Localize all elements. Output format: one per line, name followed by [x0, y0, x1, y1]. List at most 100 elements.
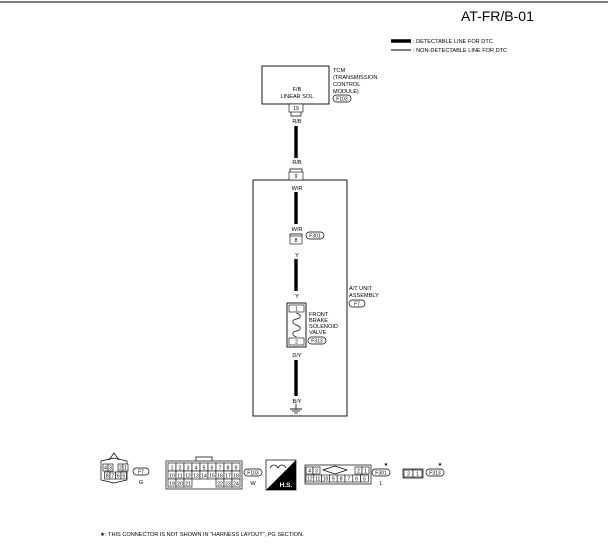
hs-symbol: H.S.	[265, 459, 297, 491]
f103-row2-terminal-number: 10	[169, 473, 175, 479]
f103-row3-cell	[231, 478, 241, 488]
wire-label-y-top: Y	[295, 253, 299, 259]
tcm-name-line-3: CONTROL	[333, 82, 360, 88]
svg-text:9: 9	[295, 174, 298, 180]
svg-text:1: 1	[295, 307, 298, 313]
f103-row3-terminal-number: 20	[177, 481, 183, 487]
svg-text:19: 19	[293, 106, 299, 112]
f301-top-terminal-number: 4	[308, 468, 311, 474]
tcm-internal-line-1: F/B	[293, 87, 302, 93]
f301-bottom-terminal-number: 8	[340, 476, 343, 482]
tcm-terminal-19: 19	[288, 103, 304, 117]
f7-top-terminal-number: 3	[109, 465, 112, 471]
f301-bottom-terminal-number: 5	[363, 476, 366, 482]
svg-text:2: 2	[295, 340, 298, 346]
f103-row1-terminal-number: 3	[187, 465, 190, 471]
solenoid-body	[286, 302, 307, 348]
f103-row1-terminal-number: 4	[195, 465, 198, 471]
f103-row3-cell	[183, 478, 193, 488]
tcm-name-line-4: MODULE)	[333, 89, 359, 95]
svg-text:W: W	[250, 481, 256, 487]
wire-label-dy: D/Y	[292, 353, 302, 359]
f103-row2-terminal-number: 18	[233, 473, 239, 479]
joint-connector-ref: F301	[309, 234, 321, 240]
svg-text:★: ★	[438, 462, 443, 468]
f7-bottom-cell	[120, 471, 127, 480]
solenoid-connector-ref: F313	[311, 339, 323, 345]
f301-bottom-terminal-number: 6	[355, 476, 358, 482]
f103-row1-terminal-number: 2	[179, 465, 182, 471]
f7-bottom-terminal-number: 6	[117, 473, 120, 479]
f301-top-cell	[361, 466, 370, 475]
solenoid-component: 1 2 FRONT BRAKE SOLENOID VALVE F313	[286, 302, 338, 348]
wire-label-y-bottom: Y	[295, 294, 299, 300]
svg-text:F103: F103	[247, 471, 259, 477]
f301-bottom-terminal-number: 12	[307, 476, 313, 482]
f7-top-cell	[122, 463, 129, 472]
tcm-connector-ref: F103	[336, 97, 348, 103]
wire-label-rb-top: R/B	[292, 119, 302, 125]
solenoid-name-line-1: FRONT	[309, 312, 329, 318]
f103-row2-terminal-number: 12	[185, 473, 191, 479]
solenoid-name-line-2: BRAKE	[309, 318, 328, 324]
svg-text:F313: F313	[429, 471, 441, 477]
wire-label-rb-bottom: R/B	[292, 160, 302, 166]
f313-cell	[412, 469, 423, 478]
f103-row1-terminal-number: 8	[227, 465, 230, 471]
wire-label-wr-top: W/R	[292, 186, 303, 192]
solenoid-coil	[292, 312, 301, 338]
f301-top-terminal-number: 2	[357, 468, 360, 474]
footnote: ★: THIS CONNECTOR IS NOT SHOWN IN "HARNE…	[100, 531, 304, 538]
svg-text:F301: F301	[375, 471, 387, 477]
at-unit-connector-ref-tag	[348, 299, 366, 308]
f7-top-terminal-number: 1	[124, 465, 127, 471]
f103-row2-terminal-number: 13	[193, 473, 199, 479]
f103-row1-terminal-number: 5	[203, 465, 206, 471]
svg-text:F7: F7	[138, 470, 144, 476]
f103-row2-terminal-number: 14	[201, 473, 207, 479]
f103-row3-terminal-number: 22	[217, 481, 223, 487]
f103-row3-terminal-number: 23	[225, 481, 231, 487]
tcm-internal-line-2: LINEAR SOL	[281, 94, 314, 100]
tcm-name-line-1: TCM	[333, 68, 345, 74]
at-unit-box	[252, 179, 348, 417]
f103-row3-terminal-number: 19	[169, 481, 175, 487]
solenoid-connector-ref-tag	[307, 336, 327, 345]
solenoid-name-line-4: VALVE	[309, 330, 326, 336]
f301-bottom-terminal-number: 10	[323, 476, 329, 482]
f7-top-terminal-number: 4	[104, 465, 107, 471]
f7-bottom-terminal-number: 7	[111, 473, 114, 479]
tcm-connector-ref-tag	[332, 94, 352, 103]
at-unit-name-line-2: ASSEMBLY	[349, 293, 379, 299]
wire-label-wr-mid: W/R	[292, 227, 303, 233]
legend-detectable-text: : DETECTABLE LINE FOR DTC	[413, 39, 493, 45]
f301-top-terminal-number: 3	[315, 468, 318, 474]
solenoid-terminal-1	[288, 304, 305, 313]
wire-label-by: B/Y	[292, 399, 301, 405]
f103-row2-terminal-number: 17	[225, 473, 231, 479]
f301-bottom-cell	[360, 474, 369, 483]
f7-bottom-terminal-number: 5	[122, 473, 125, 479]
svg-text:8: 8	[295, 238, 298, 244]
at-unit-terminal-9: 9	[288, 168, 304, 181]
f103-row2-terminal-number: 15	[209, 473, 215, 479]
f103-row3-terminal-number: 21	[185, 481, 191, 487]
f103-row1-terminal-number: 7	[219, 465, 222, 471]
at-unit-connector-ref: F7	[354, 302, 360, 308]
f103-row1-terminal-number: 9	[235, 465, 238, 471]
f103-row1-terminal-number: 6	[211, 465, 214, 471]
solenoid-terminal-2	[288, 337, 305, 346]
f103-row2-terminal-number: 16	[217, 473, 223, 479]
legend-non-detectable-text: : NON-DETECTABLE LINE FOR DTC	[413, 48, 507, 54]
solenoid-name-line-3: SOLENOID	[309, 324, 338, 330]
f313-terminal-number: 1	[416, 471, 419, 477]
svg-text:G: G	[139, 480, 143, 486]
legend: : DETECTABLE LINE FOR DTC : NON-DETECTAB…	[391, 39, 507, 54]
f103-row1-terminal-number: 1	[171, 465, 174, 471]
tcm-name-line-2: (TRANSMISSION	[333, 75, 377, 81]
tcm-component: F/B LINEAR SOL TCM (TRANSMISSION CONTROL…	[261, 65, 377, 105]
